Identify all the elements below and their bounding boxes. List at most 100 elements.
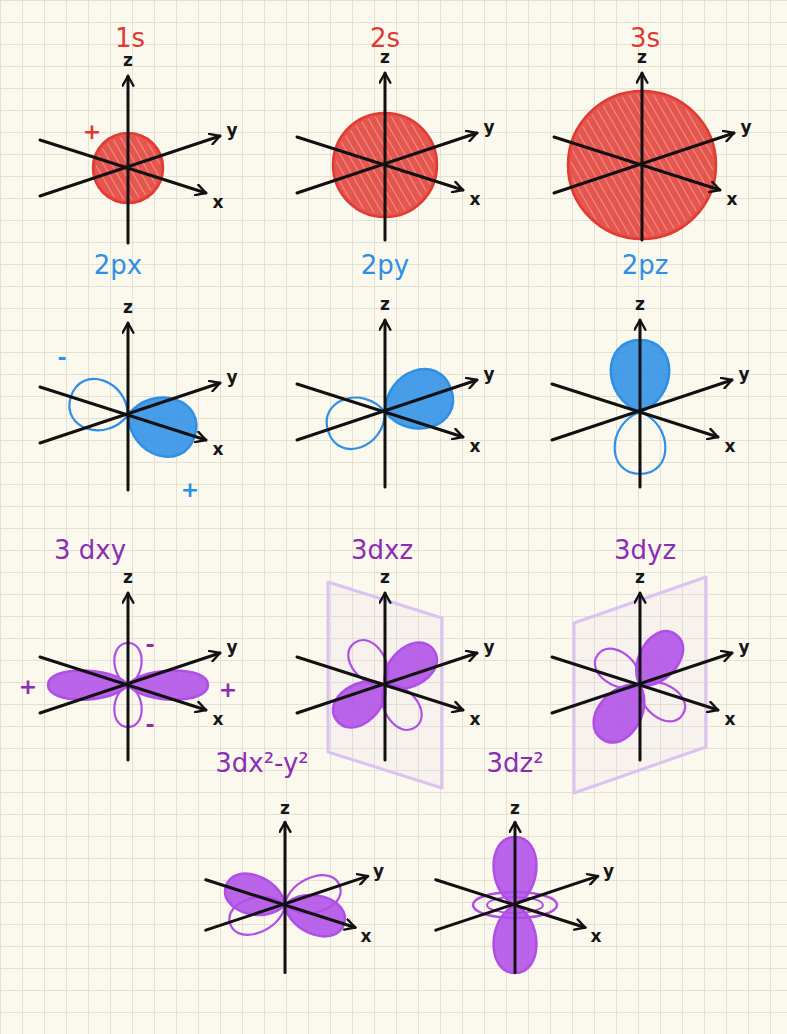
orbital-figure: [436, 822, 598, 973]
axis-line: [206, 876, 368, 930]
axis-label: y: [373, 862, 384, 879]
orbital-title: 3s: [630, 25, 660, 51]
axis-label: y: [483, 119, 494, 136]
axis-label: y: [738, 639, 749, 656]
orbital-title: 3dz²: [486, 750, 543, 776]
axis-label: z: [637, 49, 647, 66]
axis-line: [554, 137, 720, 190]
orbital-title: 3 dxy: [54, 537, 126, 563]
orbital-figure: [206, 822, 368, 972]
axis-label: z: [635, 296, 645, 313]
negative-lobe: [320, 388, 393, 456]
phase-sign: -: [145, 634, 154, 656]
axis-label: y: [483, 366, 494, 383]
axis-line: [127, 593, 130, 760]
axis-label: x: [470, 711, 481, 728]
orbital-title: 3dx²-y²: [215, 750, 309, 776]
axis-label: z: [380, 569, 390, 586]
axis-line: [384, 593, 387, 760]
orbital-title: 2s: [370, 25, 400, 51]
orbital-figure: [40, 76, 220, 243]
axis-line: [40, 383, 220, 443]
orbital-title: 2py: [361, 252, 409, 278]
phase-sign: +: [219, 679, 237, 701]
axis-label: y: [740, 119, 751, 136]
phase-sign: +: [83, 121, 101, 143]
axis-line: [436, 876, 598, 930]
axis-line: [297, 133, 477, 193]
axis-line: [297, 380, 477, 440]
axis-label: z: [380, 49, 390, 66]
axis-line: [639, 593, 642, 760]
axis-label: x: [470, 438, 481, 455]
positive-lobe: [48, 670, 128, 699]
axis-label: z: [123, 299, 133, 316]
axis-line: [384, 320, 387, 487]
axis-line: [554, 133, 734, 193]
positive-lobe: [584, 673, 657, 752]
axis-label: y: [483, 639, 494, 656]
orbital-figure: [40, 593, 220, 760]
axis-label: y: [226, 122, 237, 139]
axis-label: x: [361, 927, 372, 944]
axis-label: y: [226, 369, 237, 386]
axis-label: x: [213, 711, 224, 728]
axis-line: [40, 136, 220, 196]
orbital-figure: [552, 320, 732, 487]
axis-line: [552, 380, 732, 440]
axis-line: [552, 657, 718, 710]
axis-label: z: [635, 569, 645, 586]
axis-line: [297, 657, 463, 710]
orbital-figure: [297, 582, 477, 788]
axis-line: [40, 387, 206, 440]
axis-label: z: [280, 799, 290, 816]
phase-sign: +: [19, 676, 37, 698]
axis-label: x: [213, 441, 224, 458]
axis-line: [641, 73, 644, 240]
axis-label: x: [591, 927, 602, 944]
orbital-title: 3dyz: [614, 537, 676, 563]
axis-line: [384, 73, 387, 240]
axis-line: [40, 657, 206, 710]
axis-line: [297, 384, 463, 437]
orbital-figure: [40, 323, 220, 490]
axis-line: [206, 880, 355, 928]
positive-lobe: [128, 670, 208, 699]
axis-label: z: [380, 296, 390, 313]
phase-sign: -: [57, 347, 66, 369]
axis-label: y: [226, 639, 237, 656]
axis-line: [639, 320, 642, 487]
axis-label: y: [603, 862, 614, 879]
orbital-title: 1s: [115, 25, 145, 51]
phase-sign: -: [145, 714, 154, 736]
axis-line: [127, 76, 130, 243]
axis-label: z: [510, 799, 520, 816]
axis-line: [40, 653, 220, 713]
orbital-figure: [297, 73, 477, 240]
axis-line: [284, 822, 287, 972]
orbital-title: 2pz: [622, 252, 669, 278]
orbital-title: 3dxz: [351, 537, 413, 563]
orbital-figure: [554, 73, 734, 240]
axis-line: [436, 880, 585, 928]
orbital-figure: [297, 320, 477, 487]
axis-line: [552, 384, 718, 437]
axis-line: [40, 140, 206, 193]
orbital-title: 2px: [94, 252, 142, 278]
axis-label: x: [725, 438, 736, 455]
axis-line: [514, 822, 517, 972]
axis-label: z: [123, 52, 133, 69]
axis-line: [552, 653, 732, 713]
axis-line: [297, 653, 477, 713]
axis-label: z: [123, 569, 133, 586]
axis-label: y: [738, 366, 749, 383]
axis-label: x: [727, 191, 738, 208]
axis-label: x: [213, 194, 224, 211]
orbital-figure: [552, 577, 732, 793]
axis-label: x: [725, 711, 736, 728]
axis-label: x: [470, 191, 481, 208]
axis-line: [127, 323, 130, 490]
axis-line: [297, 137, 463, 190]
phase-sign: +: [181, 479, 199, 501]
